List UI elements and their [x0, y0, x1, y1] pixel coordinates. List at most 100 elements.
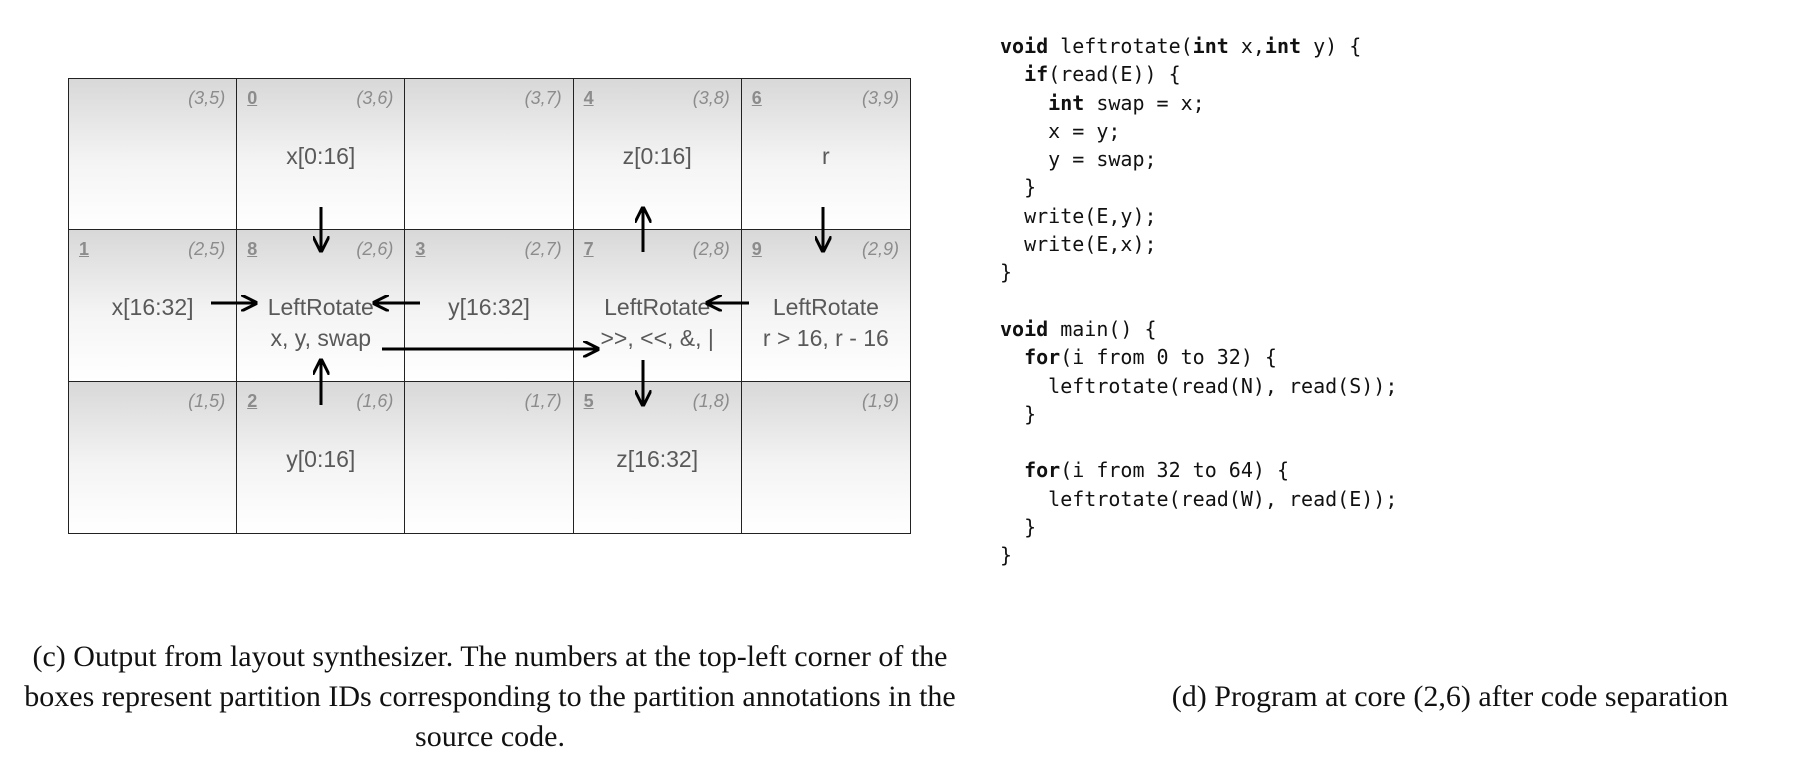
cell-content: LeftRotate r > 16, r - 16 — [742, 292, 910, 353]
code-line: } — [1000, 258, 1397, 286]
core-coordinate: (2,7) — [524, 239, 562, 260]
core-coordinate: (1,8) — [692, 390, 730, 411]
cell-text-line: x[16:32] — [111, 294, 194, 321]
grid-cell: 1(2,5)x[16:32] — [69, 230, 238, 382]
core-coordinate: (1,5) — [188, 390, 226, 411]
code-line: for(i from 32 to 64) { — [1000, 456, 1397, 484]
cell-content: x[16:32] — [69, 292, 236, 322]
cell-content: x[0:16] — [237, 141, 404, 171]
code-keyword: int — [1048, 90, 1085, 115]
code-line: write(E,y); — [1000, 202, 1397, 230]
code-token: (i from 32 to 64) { — [1060, 458, 1289, 483]
code-keyword: if — [1024, 62, 1049, 87]
cell-content: r — [742, 141, 910, 171]
code-token: write(E,x); — [1000, 232, 1157, 257]
code-token — [1000, 458, 1024, 482]
code-token: leftrotate( — [1048, 34, 1193, 58]
grid-cell: 7 (2,8) LeftRotate >>, <<, &, | — [573, 230, 742, 382]
code-token: } — [1000, 401, 1037, 426]
cell-text-line: y[0:16] — [286, 445, 356, 472]
cell-text-line: r > 16, r - 16 — [762, 324, 889, 351]
code-token: leftrotate(read(W), read(E)); — [1000, 486, 1398, 511]
cell-text-line: >>, <<, &, | — [600, 324, 714, 351]
code-token: } — [1000, 260, 1013, 285]
code-token — [1000, 91, 1048, 115]
cell-text-line: LeftRotate — [604, 294, 711, 321]
grid-cell: (3,5) — [69, 79, 238, 231]
core-coordinate: (3,9) — [861, 88, 899, 108]
partition-id: 5 — [583, 390, 594, 411]
cell-text-line: LeftRotate — [772, 294, 879, 321]
core-coordinate: (3,7) — [524, 88, 562, 108]
core-coordinate: (1,7) — [524, 390, 562, 411]
grid-cell: 6 (3,9) r — [741, 79, 910, 231]
code-token: } — [1000, 175, 1037, 200]
cell-content: z[16:32] — [574, 444, 741, 474]
partition-id: 7 — [583, 239, 594, 260]
code-token: } — [1000, 515, 1037, 540]
grid-cell: 9 (2,9) LeftRotate r > 16, r - 16 — [741, 230, 910, 382]
code-keyword: for — [1024, 345, 1061, 370]
grid-cell: 4 (3,8) z[0:16] — [573, 79, 742, 231]
cell-text-line: x, y, swap — [270, 324, 372, 351]
code-line: for(i from 0 to 32) { — [1000, 343, 1397, 371]
cell-text-line: z[0:16] — [622, 143, 692, 169]
code-line: int swap = x; — [1000, 89, 1397, 117]
grid-cell: 2 (1,6) y[0:16] — [237, 381, 406, 533]
core-coordinate: (3,8) — [692, 88, 730, 108]
cell-text-line: r — [822, 143, 830, 169]
core-coordinate: (2,9) — [861, 239, 899, 260]
code-token: (i from 0 to 32) { — [1060, 345, 1277, 370]
code-listing: void leftrotate(int x,int y) { if(read(E… — [1000, 32, 1397, 570]
cell-text-line: z[16:32] — [616, 445, 699, 472]
code-keyword: void — [1000, 34, 1049, 58]
code-line — [1000, 287, 1397, 315]
core-coordinate: (1,6) — [356, 390, 394, 411]
partition-id: 3 — [415, 239, 426, 260]
core-coordinate: (1,9) — [861, 390, 899, 411]
cell-content: y[0:16] — [237, 444, 404, 474]
code-keyword: int — [1264, 34, 1302, 58]
code-token — [1000, 345, 1024, 369]
layout-grid: (3,5) 0(3,6)x[0:16] (3,7) 4(3,8)z[0:16] … — [68, 78, 911, 534]
code-line: write(E,x); — [1000, 230, 1397, 258]
partition-id: 6 — [751, 88, 762, 108]
code-line — [1000, 428, 1397, 456]
code-line: } — [1000, 541, 1397, 569]
grid-cell: (1,7) — [405, 381, 574, 533]
code-token: x, — [1228, 34, 1265, 58]
code-keyword: void — [1000, 316, 1049, 341]
code-token: y) { — [1301, 34, 1362, 58]
grid-cell: (1,5) — [69, 381, 238, 533]
cell-content: z[0:16] — [574, 141, 741, 171]
core-coordinate: (2,6) — [356, 239, 394, 260]
partition-id: 1 — [79, 239, 90, 260]
partition-id: 9 — [751, 239, 762, 260]
caption-d: (d) Program at core (2,6) after code sep… — [1171, 680, 1729, 713]
cell-text-line: y[16:32] — [448, 294, 530, 321]
code-token: y = swap; — [1000, 147, 1157, 172]
code-line: y = swap; — [1000, 145, 1397, 173]
partition-id: 8 — [247, 239, 258, 260]
cell-content: y[16:32] — [405, 292, 572, 322]
code-line: if(read(E)) { — [1000, 60, 1397, 88]
grid-cell: 3 (2,7) y[16:32] — [405, 230, 574, 382]
grid-cell: 5 (1,8) z[16:32] — [573, 381, 742, 533]
code-keyword: for — [1024, 458, 1061, 483]
core-coordinate: (3,6) — [356, 88, 394, 108]
code-line: leftrotate(read(W), read(E)); — [1000, 485, 1397, 513]
code-token — [1000, 62, 1024, 86]
code-keyword: int — [1192, 34, 1229, 58]
caption-c: (c) Output from layout synthesizer. The … — [24, 640, 956, 753]
core-coordinate: (3,5) — [188, 88, 226, 108]
code-token: write(E,y); — [1000, 203, 1157, 228]
code-token: } — [1000, 543, 1013, 568]
code-token: main() { — [1048, 316, 1157, 341]
partition-id: 2 — [247, 390, 258, 411]
partition-id: 4 — [583, 88, 594, 108]
core-coordinate: (2,8) — [692, 239, 730, 260]
cell-text-line: x[0:16] — [286, 143, 356, 169]
code-token: (read(E)) { — [1048, 62, 1181, 87]
